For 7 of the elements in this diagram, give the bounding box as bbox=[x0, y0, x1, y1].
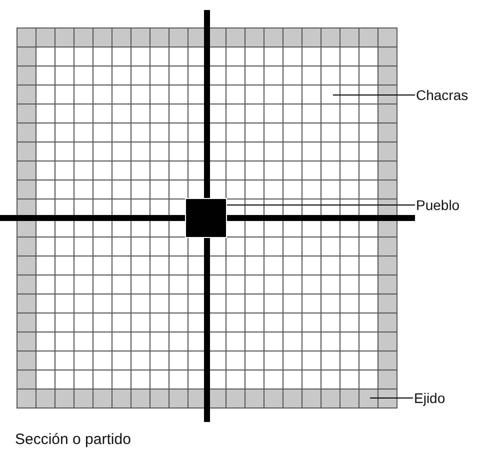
area-label: Ejido bbox=[414, 390, 446, 406]
leader-line bbox=[226, 204, 416, 206]
area-label: Chacras bbox=[416, 87, 468, 103]
area-label: Pueblo bbox=[416, 197, 460, 213]
leader-line bbox=[332, 94, 416, 96]
town-square bbox=[185, 198, 227, 238]
caption: Sección o partido bbox=[15, 432, 131, 448]
